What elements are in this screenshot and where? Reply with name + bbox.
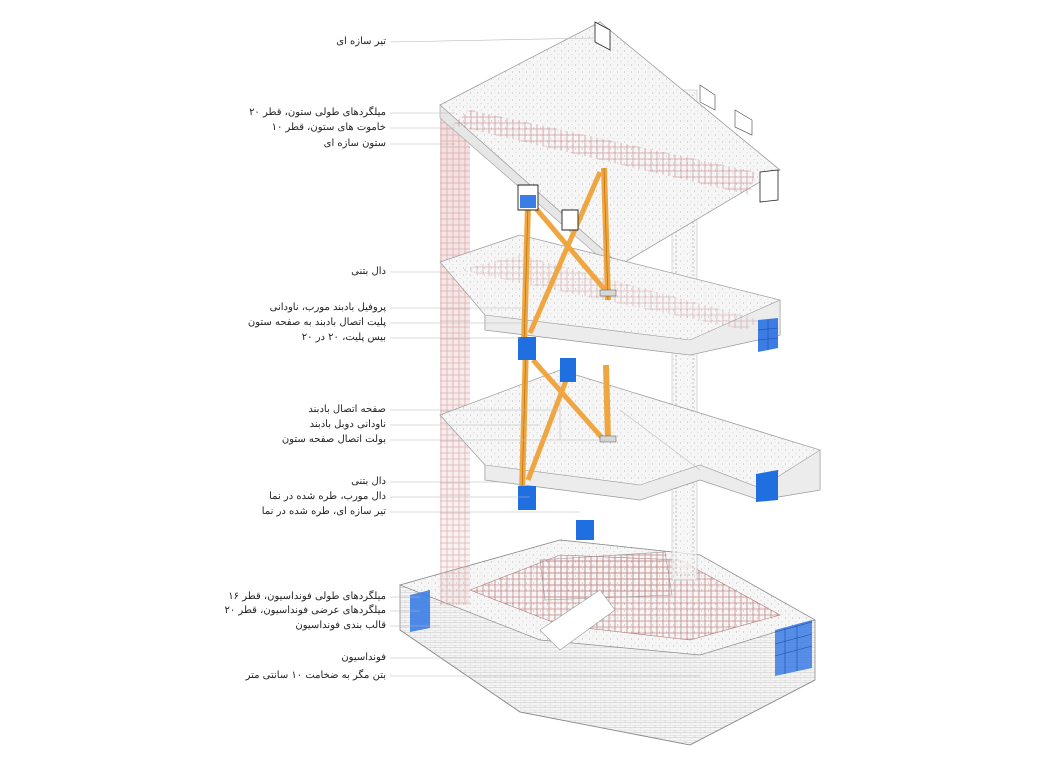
label-foundation-transverse-rebar: میلگردهای عرضی فونداسیون، قطر ۲۰	[224, 605, 387, 616]
leader-lines	[389, 37, 700, 677]
label-cantilever-beam: تیر سازه ای، طره شده در نما	[261, 506, 386, 517]
label-double-channel-brace: ناودانی دوبل بادبند	[309, 419, 386, 430]
label-column-stirrups: خاموت های ستون، قطر ۱۰	[271, 122, 386, 133]
label-concrete-slab-lower: دال بتنی	[351, 476, 386, 487]
label-foundation-formwork: قالب بندی فونداسیون	[295, 620, 386, 631]
label-foundation: فونداسیون	[341, 652, 386, 663]
roof-slab	[439, 21, 781, 276]
label-diagonal-brace-profile: پروفیل بادبند مورب، ناودانی	[269, 302, 386, 313]
label-foundation-longitudinal-rebar: میلگردهای طولی فونداسیون، قطر ۱۶	[228, 591, 386, 602]
label-cantilever-diagonal-slab: دال مورب، طره شده در نما	[269, 491, 386, 502]
label-concrete-slab-upper: دال بتنی	[351, 266, 386, 277]
label-column-longitudinal-rebar: میلگردهای طولی ستون، قطر ۲۰	[249, 107, 386, 118]
label-base-plate: بیس پلیت، ۲۰ در ۲۰	[301, 332, 386, 343]
label-lean-concrete: بتن مگر به ضخامت ۱۰ سانتی متر	[245, 670, 386, 681]
bracing-frame	[517, 167, 617, 540]
label-column-plate-bolt: بولت اتصال صفحه ستون	[281, 434, 386, 445]
label-structural-column: ستون سازه ای	[323, 138, 386, 149]
label-brace-gusset-plate: صفحه اتصال بادبند	[308, 404, 386, 415]
label-structural-beam-top: تیر سازه ای	[336, 36, 386, 47]
label-brace-connection-plate: پلیت اتصال بادبند به صفحه ستون	[247, 317, 386, 328]
